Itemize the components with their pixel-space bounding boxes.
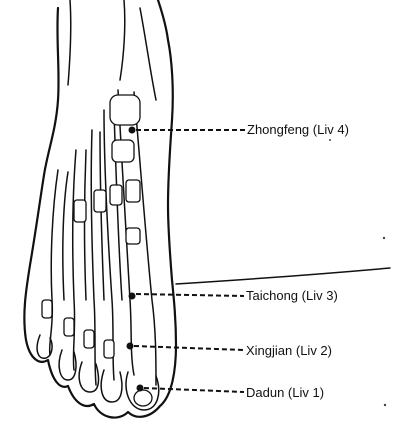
tarsal-bone-2 bbox=[110, 185, 122, 205]
foot-illustration bbox=[24, 0, 390, 418]
metatarsal-3b bbox=[100, 132, 104, 300]
zhongfeng-point bbox=[129, 127, 136, 134]
horizon-line bbox=[176, 268, 390, 284]
phalanx-2 bbox=[104, 340, 114, 358]
leg-line-left bbox=[68, 0, 71, 85]
tarsal-bone-1 bbox=[126, 180, 140, 202]
toe-1-tip bbox=[134, 390, 152, 406]
dadun-point bbox=[137, 385, 144, 392]
metatarsal-4a bbox=[73, 150, 76, 370]
speck bbox=[383, 237, 385, 239]
talus-bone bbox=[110, 95, 140, 125]
phalanx-3 bbox=[84, 330, 94, 348]
tarsal-bone-3 bbox=[94, 190, 106, 212]
speck bbox=[329, 139, 331, 141]
metatarsal-5a bbox=[50, 170, 58, 355]
taichong-point bbox=[129, 293, 136, 300]
xingjian-leader bbox=[134, 346, 244, 350]
zhongfeng-label: Zhongfeng (Liv 4) bbox=[247, 122, 349, 137]
speck bbox=[384, 404, 386, 406]
metatarsal-5b bbox=[63, 172, 68, 300]
xingjian-point bbox=[127, 343, 134, 350]
navicular-bone bbox=[112, 140, 134, 162]
leader-lines bbox=[134, 130, 246, 392]
toe-2 bbox=[101, 370, 122, 402]
acupoint-labels: Zhongfeng (Liv 4) Taichong (Liv 3) Xingj… bbox=[246, 122, 349, 400]
leg-line-mid bbox=[120, 0, 125, 80]
taichong-label: Taichong (Liv 3) bbox=[246, 288, 338, 303]
tarsal-bone-4 bbox=[74, 200, 86, 222]
tarsal-bone-5 bbox=[126, 228, 140, 244]
phalanx-4 bbox=[64, 318, 74, 336]
dadun-label: Dadun (Liv 1) bbox=[246, 385, 324, 400]
leg-line-right bbox=[140, 8, 156, 100]
phalanx-5 bbox=[42, 300, 52, 318]
metatarsal-4b bbox=[85, 150, 87, 300]
xingjian-label: Xingjian (Liv 2) bbox=[246, 343, 332, 358]
